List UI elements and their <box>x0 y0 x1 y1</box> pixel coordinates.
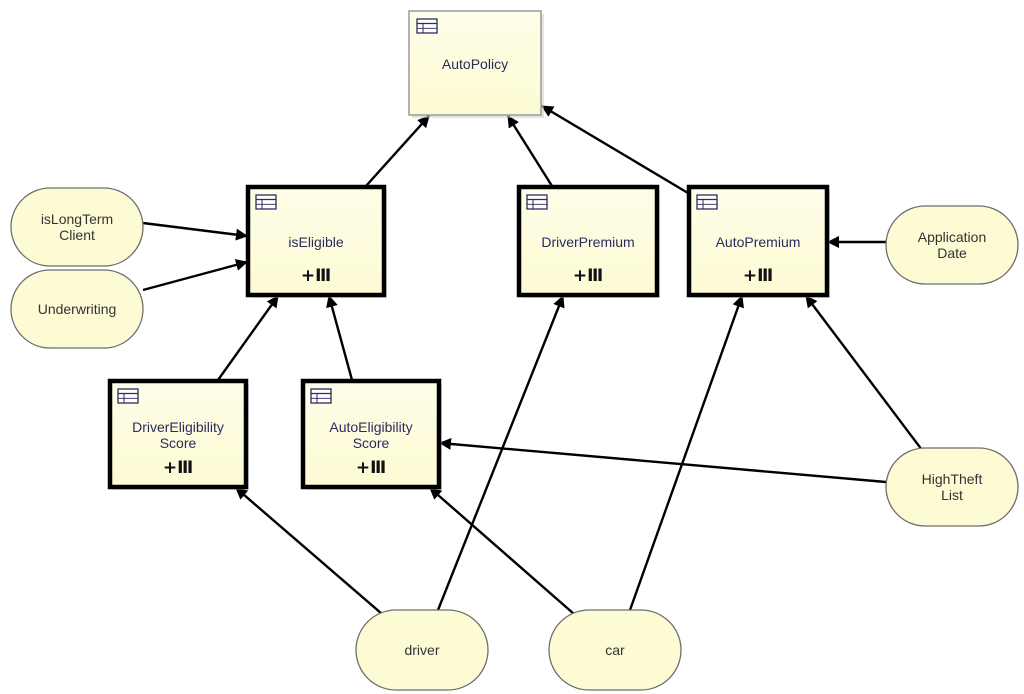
input-node-underwriting[interactable]: Underwriting <box>10 269 144 349</box>
decision-node-autopolicy[interactable]: AutoPolicy <box>408 10 544 118</box>
decision-table-icon <box>696 194 718 210</box>
decision-label: AutoPolicy <box>442 56 508 72</box>
edge-driver-to-driverpremium[interactable] <box>436 295 565 611</box>
decision-node-iseligible[interactable]: isEligible +Ⅲ <box>245 184 387 298</box>
edge-islongtermclient-to-iseligible[interactable] <box>142 221 248 241</box>
decision-node-autopremium[interactable]: AutoPremium +Ⅲ <box>686 184 830 298</box>
input-shape <box>10 269 144 349</box>
input-node-driver[interactable]: driver <box>355 609 489 691</box>
edge-autopremium-to-autopolicy[interactable] <box>541 104 689 195</box>
expand-icon[interactable]: +Ⅲ <box>301 266 331 286</box>
decision-label: AutoEligibility <box>329 419 412 435</box>
input-shape <box>10 187 144 267</box>
input-label: isLongTerm <box>41 211 113 227</box>
edges-layer <box>142 104 923 615</box>
edge-drivereligibilityscore-to-iseligible[interactable] <box>217 295 279 381</box>
edge-autoeligibilityscore-to-iseligible[interactable] <box>326 295 354 381</box>
input-label: Application <box>918 229 987 245</box>
edge-driverpremium-to-autopolicy[interactable] <box>506 115 554 187</box>
decision-table-icon <box>117 388 139 404</box>
input-label: car <box>605 642 625 658</box>
edge-driver-to-drivereligibilityscore[interactable] <box>235 487 383 615</box>
decision-label: Score <box>353 435 390 451</box>
edge-car-to-autoeligibilityscore[interactable] <box>429 487 575 615</box>
decision-table-icon <box>310 388 332 404</box>
edge-highthefltlist-to-autoeligibilityscore[interactable] <box>439 437 887 484</box>
input-label: List <box>941 487 963 503</box>
input-label: driver <box>404 642 439 658</box>
expand-icon[interactable]: +Ⅲ <box>573 266 603 286</box>
decision-table-icon <box>526 194 548 210</box>
decision-label: isEligible <box>288 234 343 250</box>
input-node-car[interactable]: car <box>548 609 682 691</box>
edge-highthefltlist-to-autopremium[interactable] <box>805 295 923 451</box>
decision-label: DriverEligibility <box>132 419 224 435</box>
expand-icon[interactable]: +Ⅲ <box>163 458 193 478</box>
decision-label: Score <box>160 435 197 451</box>
decision-node-driverpremium[interactable]: DriverPremium +Ⅲ <box>516 184 660 298</box>
input-shape <box>885 447 1019 527</box>
input-label: Client <box>59 227 95 243</box>
nodes-layer: AutoPolicyisEligible+ⅢDriverPremium+ⅢAut… <box>10 10 1019 691</box>
input-label: HighTheft <box>922 471 983 487</box>
decision-label: AutoPremium <box>716 234 801 250</box>
input-label: Date <box>937 245 967 261</box>
input-shape <box>355 609 489 691</box>
decision-table-icon <box>416 18 438 34</box>
edge-car-to-autopremium[interactable] <box>628 295 744 611</box>
edge-iseligible-to-autopolicy[interactable] <box>365 115 430 187</box>
input-label: Underwriting <box>38 301 117 317</box>
decision-label: DriverPremium <box>541 234 634 250</box>
expand-icon[interactable]: +Ⅲ <box>356 458 386 478</box>
expand-icon[interactable]: +Ⅲ <box>743 266 773 286</box>
input-shape <box>885 205 1019 285</box>
decision-table-icon <box>255 194 277 210</box>
edge-underwriting-to-iseligible[interactable] <box>142 259 248 292</box>
decision-box <box>516 184 660 298</box>
input-shape <box>548 609 682 691</box>
